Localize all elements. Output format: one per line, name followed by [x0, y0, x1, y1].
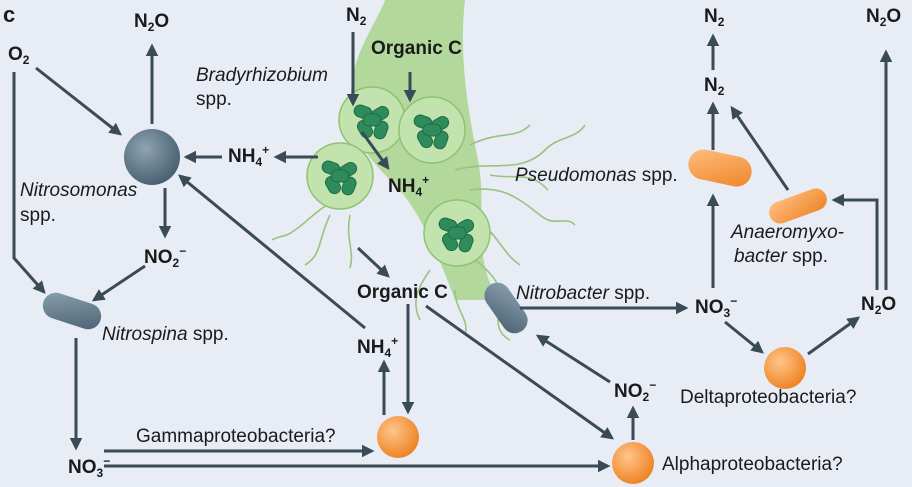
gammaproteobacteria-label: Gammaproteobacteria?: [136, 426, 336, 447]
arrow-anaeromyxobacter-to-n2: [730, 105, 790, 191]
nitrosomonas-cell: [124, 129, 180, 185]
nodule: [338, 86, 406, 154]
cells: [42, 129, 827, 484]
no3-label-left: NO3−: [68, 454, 111, 480]
no3-label-right: NO3−: [695, 294, 738, 320]
deltaproteobacteria-cell: [764, 347, 806, 389]
arrow-n2o-to-anaeromyxobacter: [831, 193, 879, 290]
n2o-label-right-bottom: N2O: [861, 294, 897, 317]
arrow-o2-to-nitrospina: [12, 72, 46, 294]
nh4-label-bottom: NH4+: [357, 334, 399, 360]
bradyrhizobium-label: Bradyrhizobium: [196, 65, 328, 86]
nh4-label-center: NH4+: [388, 173, 430, 199]
organic-c-label-top: Organic C: [371, 38, 462, 59]
nitrospina-cell: [42, 292, 102, 330]
gammaproteobacteria-cell: [377, 416, 419, 458]
nitrosomonas-label: Nitrosomonas: [20, 180, 138, 201]
nitrospina-label: Nitrospina spp.: [102, 324, 229, 345]
nitrosomonas-spp-label: spp.: [20, 205, 56, 226]
n2o-label-left: N2O: [134, 11, 170, 34]
n2-label-top-right: N2: [704, 6, 725, 29]
arrow-no3-to-delta: [724, 320, 764, 354]
flow-arrows: [12, 32, 893, 473]
nodule: [398, 96, 466, 164]
n2-label-mid-right: N2: [704, 75, 725, 98]
bradyrhizobium-spp-label: spp.: [196, 89, 232, 110]
anaeromyxobacter-label: Anaeromyxo-: [731, 222, 844, 243]
arrow-nh4-bottom-to-nitrosomonas: [178, 174, 366, 330]
pseudomonas-label: Pseudomonas spp.: [515, 165, 678, 186]
no2-label-right: NO2−: [614, 378, 657, 404]
panel-label: c: [3, 2, 16, 27]
arrow-no2-to-nitrobacter: [535, 334, 611, 384]
n2o-label-right-top: N2O: [866, 6, 902, 29]
deltaproteobacteria-label: Deltaproteobacteria?: [680, 387, 857, 408]
anaeromyxobacter-label-2: bacter spp.: [734, 246, 829, 267]
no2-label-left: NO2−: [144, 244, 187, 270]
arrow-root-to-organicc: [356, 246, 390, 278]
organic-c-label-bottom: Organic C: [357, 282, 448, 303]
nh4-label-left: NH4+: [228, 143, 270, 169]
arrow-no2-to-nitrospina: [91, 264, 146, 302]
nodule: [306, 142, 374, 210]
o2-label: O2: [8, 44, 30, 67]
pseudomonas-cell: [688, 149, 752, 187]
arrow-organicc-to-alpha: [425, 304, 615, 440]
n2-label-center: N2: [346, 5, 367, 28]
nitrobacter-cell: [484, 282, 528, 334]
alphaproteobacteria-label: Alphaproteobacteria?: [662, 454, 843, 475]
alphaproteobacteria-cell: [612, 442, 654, 484]
arrow-nodule-to-nh4: [360, 131, 390, 171]
nitrobacter-label: Nitrobacter spp.: [516, 283, 651, 304]
arrow-o2-to-nitrosomonas: [35, 66, 122, 136]
anaeromyxobacter-cell: [769, 188, 827, 224]
nodule: [423, 199, 491, 267]
arrow-delta-to-n2o: [807, 316, 861, 356]
